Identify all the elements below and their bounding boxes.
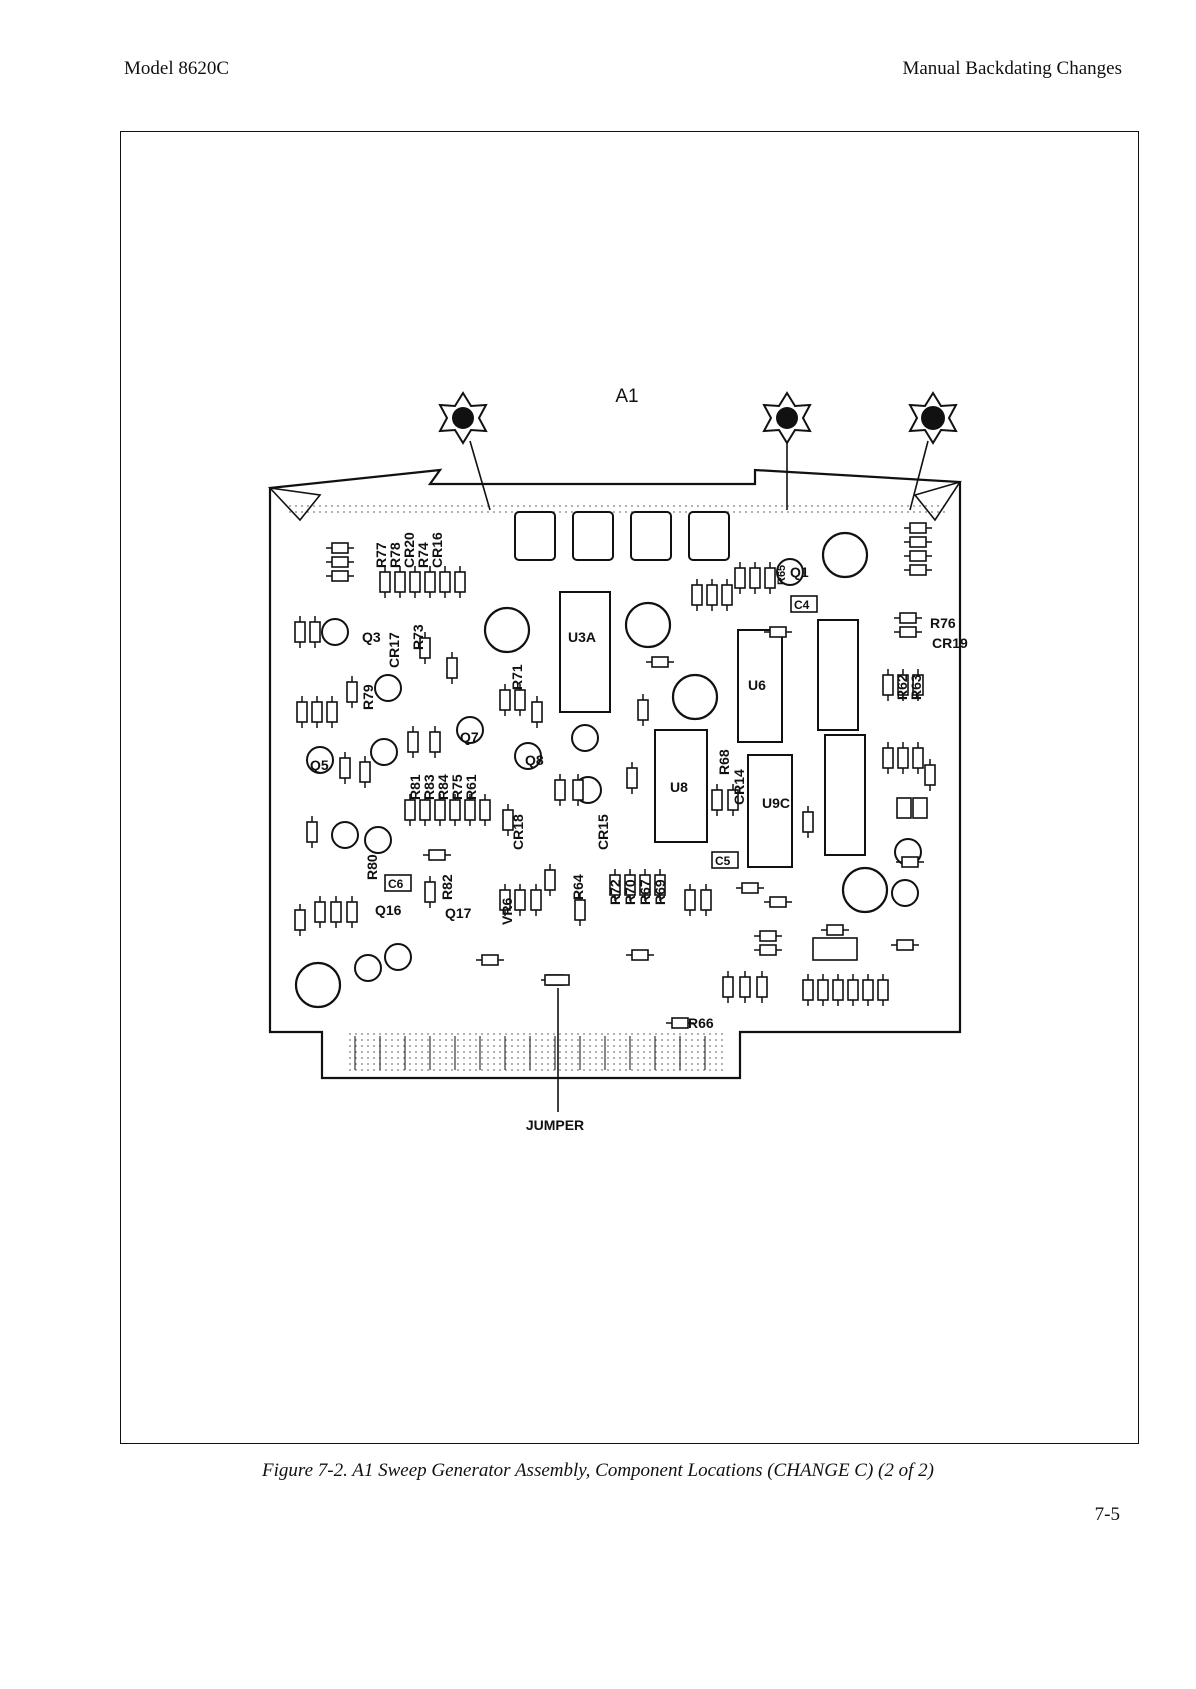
label-R70: R70 (622, 879, 638, 905)
label-C4: C4 (794, 598, 810, 612)
callout-12-label: 12 (926, 412, 940, 426)
label-R62: R62 (894, 674, 910, 700)
figure-frame (120, 131, 1139, 1444)
label-Q1: Q1 (790, 564, 809, 580)
callout-6: 6 (438, 391, 491, 511)
callout-12: 12 (908, 391, 958, 511)
label-Q8: Q8 (525, 752, 544, 768)
label-CR16: CR16 (429, 532, 445, 568)
label-R78: R78 (387, 542, 403, 568)
label-R61: R61 (463, 774, 479, 800)
label-R76: R76 (930, 615, 956, 631)
label-R83: R83 (421, 774, 437, 800)
label-CR20: CR20 (401, 532, 417, 568)
jumper-label: JUMPER (526, 1117, 584, 1133)
label-R68: R68 (716, 749, 732, 775)
label-R65: R65 (776, 565, 788, 585)
label-CR14: CR14 (731, 769, 747, 805)
label-C6: C6 (388, 877, 404, 891)
label-U3A: U3A (568, 629, 596, 645)
component-labels: R77 R78 CR20 R74 CR16 R73 CR17 Q3 R79 Q5… (310, 532, 968, 1031)
callout-6-label: 6 (459, 411, 467, 427)
label-U9C: U9C (762, 795, 790, 811)
header-section: Manual Backdating Changes (902, 58, 1122, 79)
top-connectors (514, 511, 730, 561)
assembly-label: A1 (615, 386, 638, 407)
board-outline (268, 468, 962, 1080)
label-U8: U8 (670, 779, 688, 795)
label-CR17: CR17 (386, 632, 402, 668)
label-R74: R74 (415, 542, 431, 568)
label-Q16: Q16 (375, 902, 402, 918)
label-R77: R77 (373, 542, 389, 568)
label-R81: R81 (407, 774, 423, 800)
label-Q7: Q7 (460, 729, 479, 745)
label-R64: R64 (570, 874, 586, 900)
edge-connector (345, 1032, 725, 1072)
label-R63: R63 (908, 674, 924, 700)
label-R73: R73 (410, 624, 426, 650)
label-CR15: CR15 (595, 814, 611, 850)
header-model: Model 8620C (124, 58, 230, 79)
callout-8: 8 (762, 391, 812, 510)
jumper (544, 974, 570, 986)
label-R80: R80 (364, 854, 380, 880)
label-R75: R75 (449, 774, 465, 800)
label-U6: U6 (748, 677, 766, 693)
label-R82: R82 (439, 874, 455, 900)
figure-caption: Figure 7-2. A1 Sweep Generator Assembly,… (262, 1460, 934, 1481)
label-C5: C5 (715, 854, 731, 868)
label-R69: R69 (652, 879, 668, 905)
label-Q3: Q3 (362, 629, 381, 645)
label-Q17: Q17 (445, 905, 472, 921)
label-R72: R72 (607, 879, 623, 905)
page-number: 7-5 (1094, 1504, 1120, 1525)
label-R79: R79 (360, 684, 376, 710)
label-R66: R66 (688, 1015, 714, 1031)
label-R67: R67 (637, 879, 653, 905)
capacitors (384, 595, 928, 961)
label-Q5: Q5 (310, 757, 329, 773)
callout-8-label: 8 (783, 411, 791, 427)
label-VR6: VR6 (499, 898, 515, 925)
label-R71: R71 (509, 664, 525, 690)
label-CR19: CR19 (932, 635, 968, 651)
ic-chips (559, 591, 866, 868)
label-R84: R84 (435, 774, 451, 800)
connector-fingers (354, 1036, 706, 1070)
label-CR18: CR18 (510, 814, 526, 850)
